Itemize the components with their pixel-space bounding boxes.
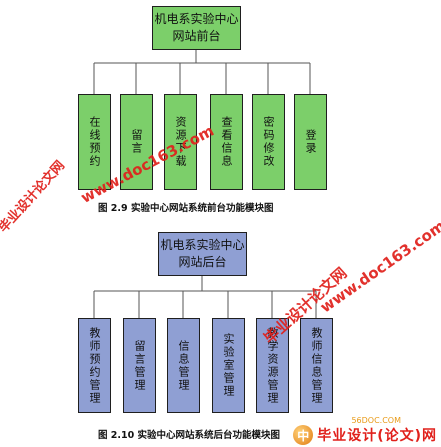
watermark-logo: 中 毕业设计(论文)网 xyxy=(293,425,437,445)
figure1-node-online-booking: 在线预约 xyxy=(78,94,111,190)
figure1-node-label: 留言 xyxy=(130,129,143,155)
figure1-node-label: 查看信息 xyxy=(220,116,233,168)
figure2-node-message-mgmt: 留言管理 xyxy=(123,318,156,413)
figure2-node-label: 教师预约管理 xyxy=(88,326,101,405)
figure1-node-resource-download: 资源下载 xyxy=(164,94,197,190)
figure2-node-teacher-booking-mgmt: 教师预约管理 xyxy=(78,318,111,413)
figure1-node-message: 留言 xyxy=(120,94,153,190)
figure2-caption: 图 2.10 实验中心网站系统后台功能模块图 xyxy=(98,430,281,441)
figure2-node-info-mgmt: 信息管理 xyxy=(167,318,200,413)
figure2-node-teaching-resource-mgmt: 教学资源管理 xyxy=(256,318,289,413)
figure2-node-label: 实验室管理 xyxy=(222,333,235,398)
figure1-node-view-info: 查看信息 xyxy=(210,94,243,190)
figure1-root-label: 机电系实验中心 网站前台 xyxy=(154,12,239,43)
logo-mark-icon: 中 xyxy=(293,425,314,445)
figure1-caption: 图 2.9 实验中心网站系统前台功能模块图 xyxy=(98,203,274,214)
figure1-node-password-change: 密码修改 xyxy=(252,94,285,190)
figure1-node-label: 密码修改 xyxy=(262,116,275,168)
figure2-node-teacher-info-mgmt: 教师信息管理 xyxy=(300,318,333,413)
figure2-node-label: 教学资源管理 xyxy=(266,326,279,405)
figure1-node-label: 登录 xyxy=(304,129,317,155)
figure2-node-label: 留言管理 xyxy=(133,339,146,392)
figure1-node-label: 资源下载 xyxy=(174,116,187,168)
figure1-node-label: 在线预约 xyxy=(88,116,101,168)
figure2-root-label: 机电系实验中心 网站后台 xyxy=(160,238,245,269)
figure2-node-lab-mgmt: 实验室管理 xyxy=(212,318,245,413)
logo-text: 毕业设计(论文)网 xyxy=(317,428,437,444)
figure2-node-label: 信息管理 xyxy=(177,339,190,392)
figure2-node-label: 教师信息管理 xyxy=(310,326,323,405)
figure2-root-node: 机电系实验中心 网站后台 xyxy=(158,232,247,276)
figure1-root-node: 机电系实验中心 网站前台 xyxy=(152,6,241,50)
watermark-small-domain: 56DOC.COM xyxy=(351,416,401,425)
figure1-node-login: 登录 xyxy=(294,94,327,190)
